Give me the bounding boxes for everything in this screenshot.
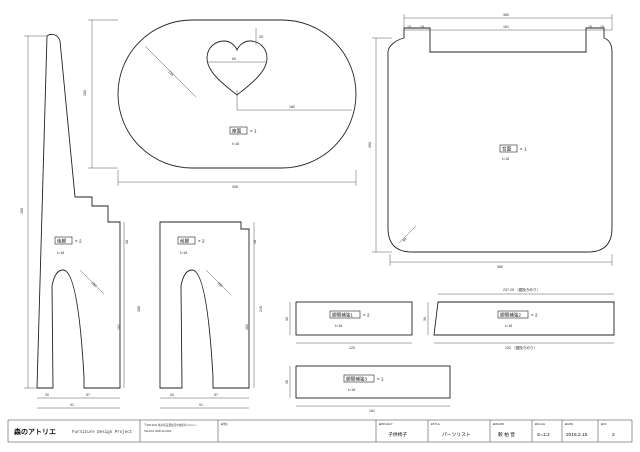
brace-1-length-dim: 120 <box>349 346 355 350</box>
rear-leg-name: 後脚 <box>57 238 67 245</box>
title-label: ■TITLE <box>431 422 440 426</box>
front-leg-radius-dim: 100 <box>216 281 223 288</box>
brace-1-qty: × 2 <box>363 313 370 318</box>
brace-1-outline <box>295 301 413 336</box>
brace-3-height-dim: 36 <box>285 380 289 384</box>
brace-3-part[interactable]: 36 161 脚間補強3 × 1 t=18 <box>285 365 451 413</box>
back-name: 背面 <box>502 146 512 153</box>
brace-1-name: 脚間補強1 <box>332 312 353 319</box>
project-label: ■PROJECT <box>379 422 393 426</box>
date-label: ■DATE <box>565 422 574 426</box>
title-value: パーツリスト <box>442 432 471 438</box>
rear-leg-h2-dim: 162 <box>117 324 121 330</box>
brace-3-thickness: t=18 <box>348 388 355 392</box>
back-radius-dim: 50 <box>402 237 408 243</box>
brace-2-height-dim: 36 <box>423 317 427 321</box>
project-value: 子供椅子 <box>388 431 407 438</box>
brace-2-outline <box>433 301 615 336</box>
brace-2-qty: × 2 <box>531 313 538 318</box>
rear-leg-thickness: t=18 <box>57 251 64 255</box>
back-width-dim: 360 <box>497 265 503 269</box>
scale-label: ■SCALE <box>535 422 545 426</box>
brace-2-name: 脚間補強2 <box>500 312 521 319</box>
rear-leg-bottom-b-dim: 57 <box>86 393 90 397</box>
address-text: 〒509-0011 岐阜県美濃加茂市蜂屋町×××××-× <box>144 423 197 427</box>
seat-name: 座面 <box>232 128 242 135</box>
back-outline <box>387 27 613 253</box>
date-value: 2016.2.15 <box>566 432 588 438</box>
brand-tagline: Furniture Design Project <box>72 430 133 435</box>
rear-leg-outline <box>36 33 121 389</box>
rear-leg-h3-dim: 388 <box>137 306 141 312</box>
rear-leg-bottom-total-dim: 91 <box>70 403 74 407</box>
rear-leg-part[interactable]: 450 18 162 388 100 30 57 91 後脚 × 2 t=18 <box>20 33 141 409</box>
seat-qty: × 1 <box>250 129 257 134</box>
front-leg-qty: × 2 <box>198 239 205 244</box>
brace-2-thickness: t=18 <box>505 324 512 328</box>
seat-width-dim: 306 <box>232 185 238 189</box>
brace-1-thickness: t=18 <box>335 324 342 328</box>
drawn-value: 毅 柏 音 <box>498 431 515 438</box>
front-leg-name: 前脚 <box>180 238 190 245</box>
brace-3-qty: × 1 <box>377 377 384 382</box>
back-thickness: t=18 <box>502 157 509 161</box>
front-leg-h2-dim: 162 <box>245 324 249 330</box>
seat-heart-cutout <box>206 40 268 96</box>
rear-leg-bottom-a-dim: 30 <box>45 393 49 397</box>
seat-heart-h-dim: 35 <box>259 35 263 39</box>
brace-2-part[interactable]: 237.25 （鋸挽きめり） 36 232 （鋸挽きめり） 脚間補強2 × 2 … <box>423 287 615 350</box>
scale-value: S=1:2 <box>537 432 550 438</box>
brace-3-name: 脚間補強3 <box>346 376 367 383</box>
seat-diag-dim: 235 <box>167 70 174 77</box>
front-leg-bottom-b-dim: 57 <box>214 393 218 397</box>
seat-thickness: t=18 <box>232 142 239 146</box>
front-leg-outline <box>159 221 250 389</box>
front-leg-thickness: t=18 <box>180 251 187 255</box>
back-part[interactable]: 360 15 18 161 18 15 360 360 50 背面 × 1 t=… <box>368 13 613 269</box>
front-leg-bottom-a-dim: 30 <box>170 393 174 397</box>
front-leg-part[interactable]: 18 162 240 100 30 57 91 前脚 × 2 t=18 <box>159 221 263 409</box>
seat-height-dim: 180 <box>83 90 87 96</box>
sheet-no-label: ■NO. <box>601 422 607 426</box>
company-label: ■所在 <box>221 422 228 426</box>
front-leg-bottom-total-dim: 91 <box>199 403 203 407</box>
back-right-gap-dim: 18 <box>588 25 592 29</box>
back-right-tab-dim: 15 <box>600 25 604 29</box>
brace-2-top-dim: 237.25 （鋸挽きめり） <box>503 287 540 292</box>
front-leg-h1-dim: 18 <box>253 240 257 244</box>
sheet-no-value: 2 <box>612 432 615 438</box>
back-height-dim: 360 <box>368 142 372 148</box>
brace-1-part[interactable]: 36 120 脚間補強1 × 2 t=18 <box>285 301 413 350</box>
rear-leg-h1-dim: 18 <box>125 240 129 244</box>
seat-heart-w-dim: 60 <box>232 57 236 61</box>
tel-text: TEL/FAX 0000-00-0000 <box>144 429 172 433</box>
back-left-tab-dim: 15 <box>407 25 411 29</box>
brand-name: 森のアトリエ <box>14 427 56 436</box>
back-middle-dim: 161 <box>503 25 509 29</box>
rear-leg-radius-dim: 100 <box>90 281 97 288</box>
seat-part[interactable]: 235 180 60 35 180 306 座面 × 1 t=18 <box>83 19 357 189</box>
rear-leg-qty: × 2 <box>75 239 82 244</box>
drawn-label: ■DRAWN <box>493 422 504 426</box>
brace-2-bottom-dim: 232 （鋸挽きめり） <box>505 345 537 350</box>
brace-1-height-dim: 36 <box>285 317 289 321</box>
back-top-dim: 360 <box>503 13 509 17</box>
seat-offset-dim: 180 <box>289 105 295 109</box>
title-block: 森のアトリエ Furniture Design Project 〒509-001… <box>7 419 633 443</box>
back-qty: × 1 <box>520 147 527 152</box>
back-left-gap-dim: 18 <box>420 25 424 29</box>
front-leg-h3-dim: 240 <box>259 306 263 312</box>
rear-leg-height-dim: 450 <box>20 208 24 214</box>
brace-3-length-dim: 161 <box>369 409 375 413</box>
